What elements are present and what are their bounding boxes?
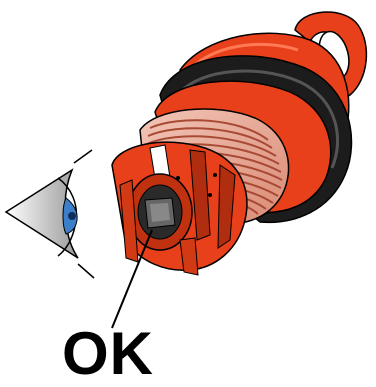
ok-caption: OK xyxy=(62,324,154,384)
eye-icon xyxy=(6,150,94,278)
front-cage xyxy=(112,142,247,275)
